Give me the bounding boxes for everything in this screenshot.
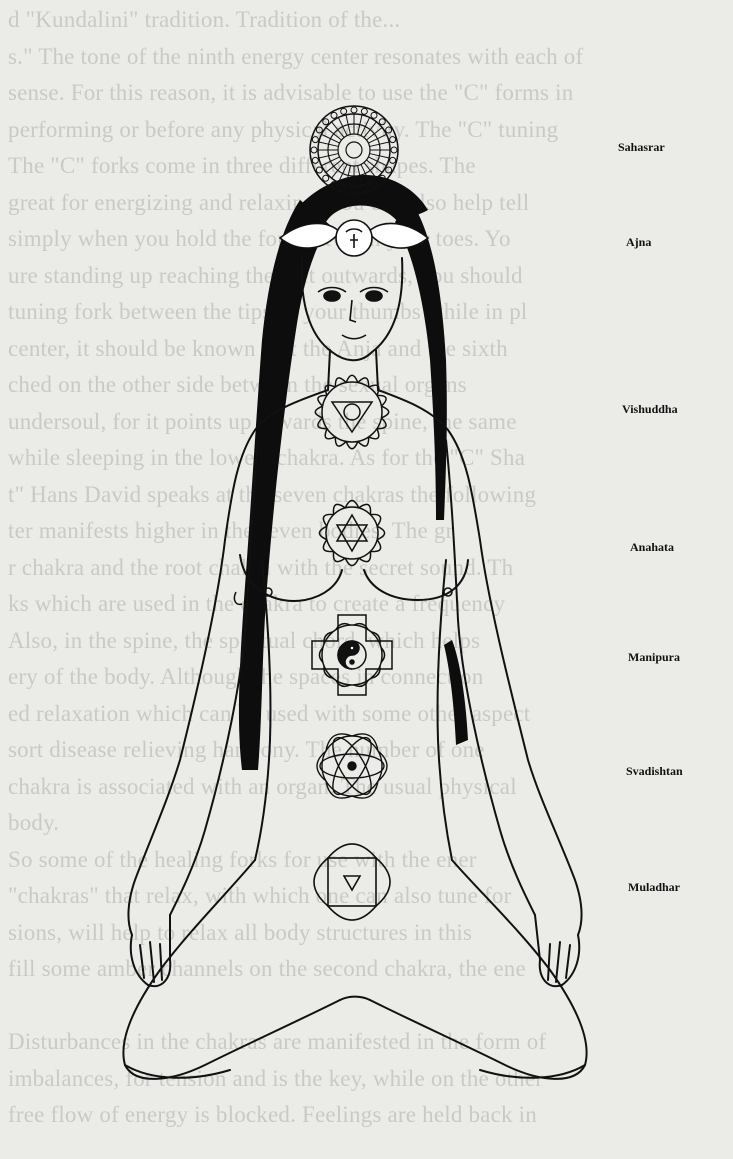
- label-sahasrar: Sahasrar: [618, 140, 665, 155]
- crown-bead: [390, 157, 396, 163]
- crown-bead: [341, 108, 347, 114]
- label-svadishtan: Svadishtan: [626, 764, 683, 779]
- crown-bead: [316, 167, 322, 173]
- chakra-muladhar-symbol: [314, 844, 390, 920]
- crown-ray: [332, 163, 344, 179]
- crown-ray: [361, 118, 370, 136]
- face-features: [318, 288, 388, 339]
- crown-bead: [312, 137, 318, 143]
- crown-ray: [322, 134, 340, 143]
- crown-bead: [323, 119, 329, 125]
- petal: [328, 906, 376, 920]
- crown-ray: [368, 157, 386, 166]
- crown-bead: [386, 167, 392, 173]
- petal: [376, 858, 390, 906]
- crown-ray: [326, 160, 342, 172]
- label-muladhar: Muladhar: [628, 880, 680, 895]
- crown-bead: [386, 127, 392, 133]
- crown-bead: [331, 112, 337, 118]
- crown-ray: [367, 160, 383, 172]
- crown-ray: [364, 122, 376, 138]
- crown-ray: [368, 134, 386, 143]
- label-vishuddha: Vishuddha: [622, 402, 678, 417]
- crown-bead: [316, 127, 322, 133]
- crown-bead: [351, 107, 357, 113]
- crown-bead: [391, 147, 397, 153]
- crown-bead: [361, 108, 367, 114]
- nipple-marks: [234, 588, 452, 604]
- petal: [328, 844, 376, 858]
- crown-ray: [332, 122, 344, 138]
- chakra-manipura-symbol: [312, 615, 392, 695]
- label-ajna: Ajna: [626, 235, 651, 250]
- label-manipura: Manipura: [628, 650, 680, 665]
- label-anahata: Anahata: [630, 540, 674, 555]
- crown-ray: [367, 128, 383, 140]
- crown-bead: [390, 137, 396, 143]
- chakra-sahasrar-symbol: [310, 106, 398, 194]
- chakra-anahata-symbol: [319, 500, 384, 565]
- petal: [314, 858, 328, 906]
- crown-bead: [323, 175, 329, 181]
- crown-bead: [379, 119, 385, 125]
- crown-ray: [338, 118, 347, 136]
- crown-ray: [326, 128, 342, 140]
- crown-bead: [311, 147, 317, 153]
- hair: [239, 175, 468, 770]
- crown-ray: [322, 157, 340, 166]
- chakra-svadishtan-symbol: [317, 732, 387, 799]
- crown-bead: [312, 157, 318, 163]
- chakra-vishuddha-symbol: [315, 375, 388, 448]
- crown-bead: [371, 112, 377, 118]
